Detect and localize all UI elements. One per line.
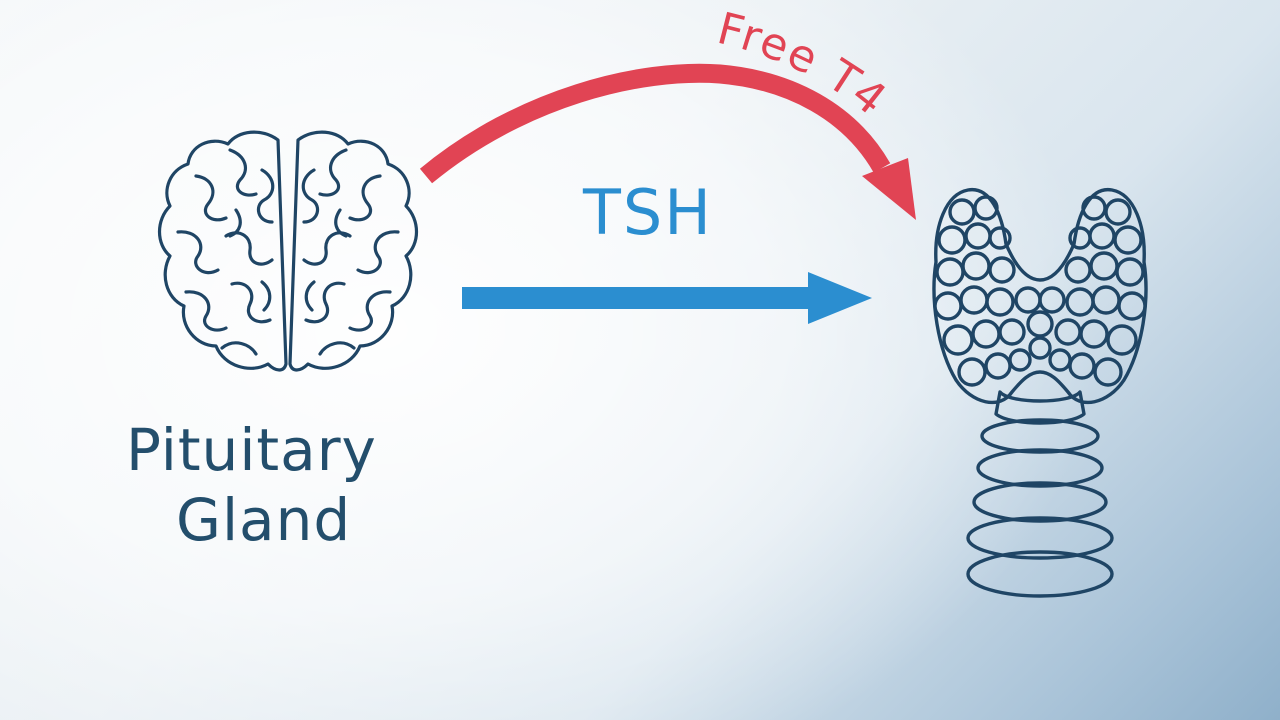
free-t4-arrow xyxy=(419,63,916,220)
pituitary-label-line1: Pituitary xyxy=(126,416,377,484)
free-t4-arrow-head xyxy=(862,158,916,220)
tsh-arrow xyxy=(462,272,872,324)
tsh-label: TSH xyxy=(583,176,713,249)
pituitary-label-line2: Gland xyxy=(176,486,352,554)
tsh-arrow-head xyxy=(808,272,872,324)
free-t4-arrow-shaft xyxy=(419,63,891,184)
tsh-arrow-shaft xyxy=(462,287,814,309)
thyroid-icon xyxy=(932,188,1148,598)
brain-icon xyxy=(157,130,419,372)
free-t4-label: Free T4 xyxy=(712,3,896,127)
